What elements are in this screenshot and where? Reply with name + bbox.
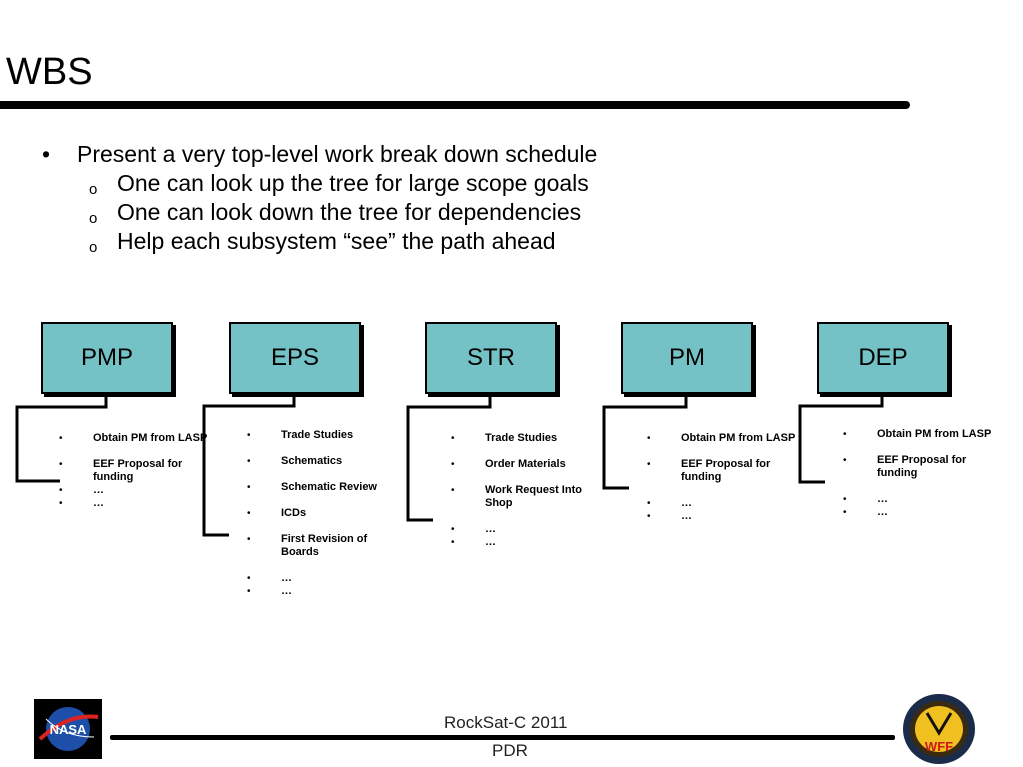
wff-logo: WFF <box>903 694 975 764</box>
footer-rule <box>110 735 895 740</box>
list-item: •Obtain PM from LASP <box>647 432 796 444</box>
sub-bullet-marker: o <box>89 210 98 227</box>
list-item: •Trade Studies <box>451 432 558 444</box>
list-item: •EEF Proposal for funding <box>59 458 183 483</box>
task-list-pmp: •Obtain PM from LASP •EEF Proposal for f… <box>59 432 223 510</box>
list-item: •ICDs <box>247 507 307 519</box>
footer-event: RockSat-C 2011 <box>444 713 568 732</box>
list-item: •… <box>59 484 104 496</box>
task-list-eps: •Trade Studies •Schematics •Schematic Re… <box>247 429 411 598</box>
list-item: •Schematic Review <box>247 481 377 493</box>
wbs-box-dep: DEP <box>817 322 949 394</box>
title-rule <box>0 101 910 109</box>
list-item: •EEF Proposal for funding <box>647 458 771 483</box>
sub-bullet-marker: o <box>89 181 98 198</box>
wbs-box-eps: EPS <box>229 322 361 394</box>
list-item: •… <box>647 497 692 509</box>
sub-bullet-text: One can look down the tree for dependenc… <box>117 199 582 225</box>
list-item: •… <box>843 506 888 518</box>
task-list-str: •Trade Studies •Order Materials •Work Re… <box>451 432 615 549</box>
bullet-text: Present a very top-level work break down… <box>77 141 598 167</box>
list-item: •Schematics <box>247 455 343 467</box>
svg-text:WFF: WFF <box>925 739 953 754</box>
box-label: STR <box>467 344 515 371</box>
wbs-box-pmp: PMP <box>41 322 173 394</box>
footer-review: PDR <box>492 741 528 760</box>
list-item: •EEF Proposal for funding <box>843 454 967 479</box>
box-label: DEP <box>858 344 908 371</box>
task-list-dep: •Obtain PM from LASP •EEF Proposal for f… <box>843 428 1007 519</box>
list-item: •Work Request Into Shop <box>451 484 582 509</box>
list-item: •First Revision of Boards <box>247 533 368 558</box>
list-item: •… <box>247 572 292 584</box>
list-item: •Obtain PM from LASP <box>843 428 992 440</box>
list-item: •Obtain PM from LASP <box>59 432 208 444</box>
list-item: •… <box>647 510 692 522</box>
sub-bullet-text: Help each subsystem “see” the path ahead <box>117 228 556 254</box>
list-item: •… <box>843 493 888 505</box>
wbs-box-pm: PM <box>621 322 753 394</box>
list-item: •Order Materials <box>451 458 566 470</box>
wbs-box-str: STR <box>425 322 557 394</box>
box-label: EPS <box>270 344 320 371</box>
box-label: PM <box>669 344 705 371</box>
sub-bullet-marker: o <box>89 239 98 256</box>
list-item: •… <box>59 497 104 509</box>
sub-bullet-text: One can look up the tree for large scope… <box>117 170 589 196</box>
list-item: •… <box>247 585 292 597</box>
slide-title: WBS <box>6 51 93 93</box>
nasa-logo: NASA <box>34 699 102 759</box>
bullet-marker: • <box>42 141 51 167</box>
list-item: •Trade Studies <box>247 429 354 441</box>
task-list-pm: •Obtain PM from LASP •EEF Proposal for f… <box>647 432 811 523</box>
list-item: •… <box>451 536 496 548</box>
svg-text:NASA: NASA <box>50 722 87 737</box>
list-item: •… <box>451 523 496 535</box>
box-label: PMP <box>80 344 133 371</box>
